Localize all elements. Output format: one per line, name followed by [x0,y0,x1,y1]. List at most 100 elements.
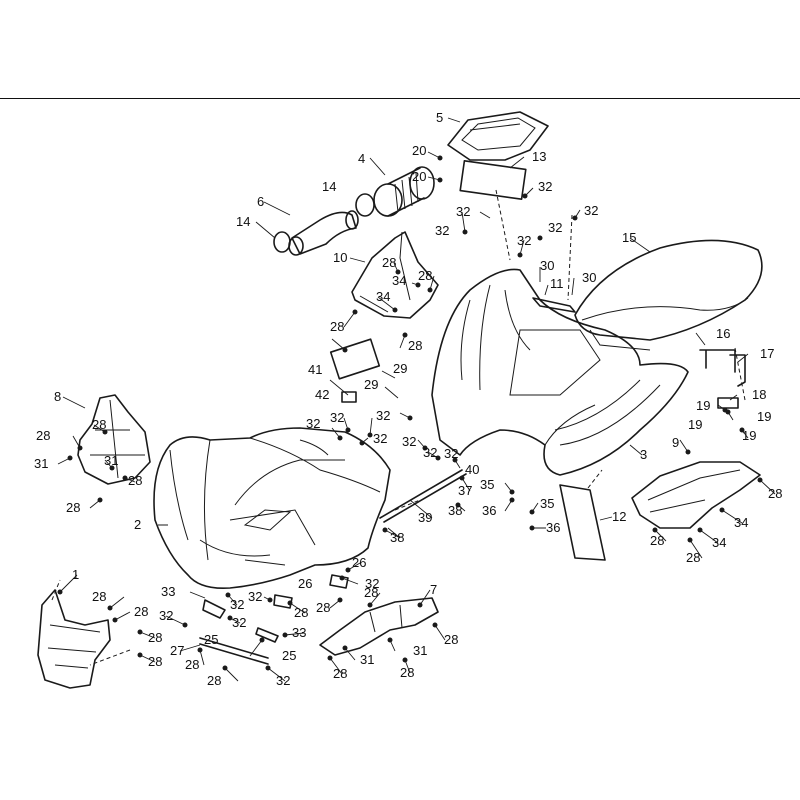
callout-14: 14 [236,214,250,229]
callout-28: 28 [185,657,199,672]
part-13-plate [459,160,527,200]
callout-28: 28 [36,428,50,443]
callout-38: 38 [448,503,462,518]
callout-1: 1 [72,567,79,582]
part-7-bracket [319,597,439,656]
callout-28: 28 [333,666,347,681]
callout-6: 6 [257,194,264,209]
callout-31: 31 [34,456,48,471]
callout-leaders [57,117,776,682]
part-1-front-grille [37,589,111,689]
callout-40: 40 [465,462,479,477]
callout-16: 16 [716,326,730,341]
callout-14: 14 [322,179,336,194]
callout-2: 2 [134,517,141,532]
callout-8: 8 [54,389,61,404]
callout-30: 30 [582,270,596,285]
callout-26: 26 [298,576,312,591]
callout-17: 17 [760,346,774,361]
callout-36: 36 [546,520,560,535]
callout-29: 29 [364,377,378,392]
callout-32: 32 [548,220,562,235]
callout-35: 35 [480,477,494,492]
callout-33: 33 [292,625,306,640]
callout-32: 32 [365,576,379,591]
part-9-right-footwell [631,461,761,529]
callout-32: 32 [376,408,390,423]
callout-20: 20 [412,169,426,184]
callout-28: 28 [400,665,414,680]
callout-19: 19 [688,417,702,432]
callout-28: 28 [768,486,782,501]
part-3-rear-fender [431,268,689,476]
callout-32: 32 [435,223,449,238]
callout-34: 34 [392,273,406,288]
callout-31: 31 [104,453,118,468]
callout-38: 38 [390,530,404,545]
callout-15: 15 [622,230,636,245]
callout-32: 32 [402,434,416,449]
callout-33: 33 [161,584,175,599]
callout-labels: 5 20 13 4 20 32 14 6 32 32 14 32 32 32 1… [34,110,782,688]
part-41-pad [329,338,381,380]
fastener-dots [57,155,763,671]
callout-29: 29 [393,361,407,376]
part-15-seat [574,239,763,351]
callout-32: 32 [330,410,344,425]
callout-25: 25 [204,632,218,647]
callout-19: 19 [742,428,756,443]
callout-32: 32 [444,446,458,461]
callout-19: 19 [757,409,771,424]
part-14-clamp-2 [273,231,291,253]
callout-28: 28 [364,585,378,600]
callout-32: 32 [423,445,437,460]
callout-11: 11 [550,276,564,291]
part-39-rod [379,469,467,523]
part-27-front-bar [199,637,269,665]
part-12-mudflap [559,484,606,561]
part-5-airbox-cover [447,111,549,161]
callout-32: 32 [306,416,320,431]
callout-27: 27 [170,643,184,658]
part-16-bracket [699,349,736,373]
part-26-bracket [273,594,293,609]
callout-32: 32 [159,608,173,623]
callout-18: 18 [752,387,766,402]
callout-19: 19 [696,398,710,413]
callout-32: 32 [538,179,552,194]
callout-32: 32 [276,673,290,688]
callout-31: 31 [360,652,374,667]
callout-36: 36 [482,503,496,518]
callout-25: 25 [282,648,296,663]
callout-42: 42 [315,387,329,402]
callout-28: 28 [207,673,221,688]
callout-32: 32 [373,431,387,446]
callout-31: 31 [413,643,427,658]
callout-28: 28 [650,533,664,548]
part-42-clip [341,391,357,403]
callout-28: 28 [316,600,330,615]
callout-28: 28 [444,632,458,647]
callout-4: 4 [358,151,365,166]
part-6-intake-duct [288,210,359,256]
callout-28: 28 [92,589,106,604]
callout-41: 41 [308,362,322,377]
callout-28: 28 [66,500,80,515]
part-14-clamp [355,193,375,217]
callout-32: 32 [584,203,598,218]
callout-32: 32 [230,597,244,612]
callout-35: 35 [540,496,554,511]
part-8-left-footwell [77,394,151,485]
callout-7: 7 [430,582,437,597]
callout-28: 28 [408,338,422,353]
callout-20: 20 [412,143,426,158]
callout-9: 9 [672,435,679,450]
callout-28: 28 [294,605,308,620]
callout-28: 28 [330,319,344,334]
callout-28: 28 [418,268,432,283]
callout-32: 32 [517,233,531,248]
callout-30: 30 [540,258,554,273]
callout-28: 28 [92,417,106,432]
callout-10: 10 [333,250,347,265]
